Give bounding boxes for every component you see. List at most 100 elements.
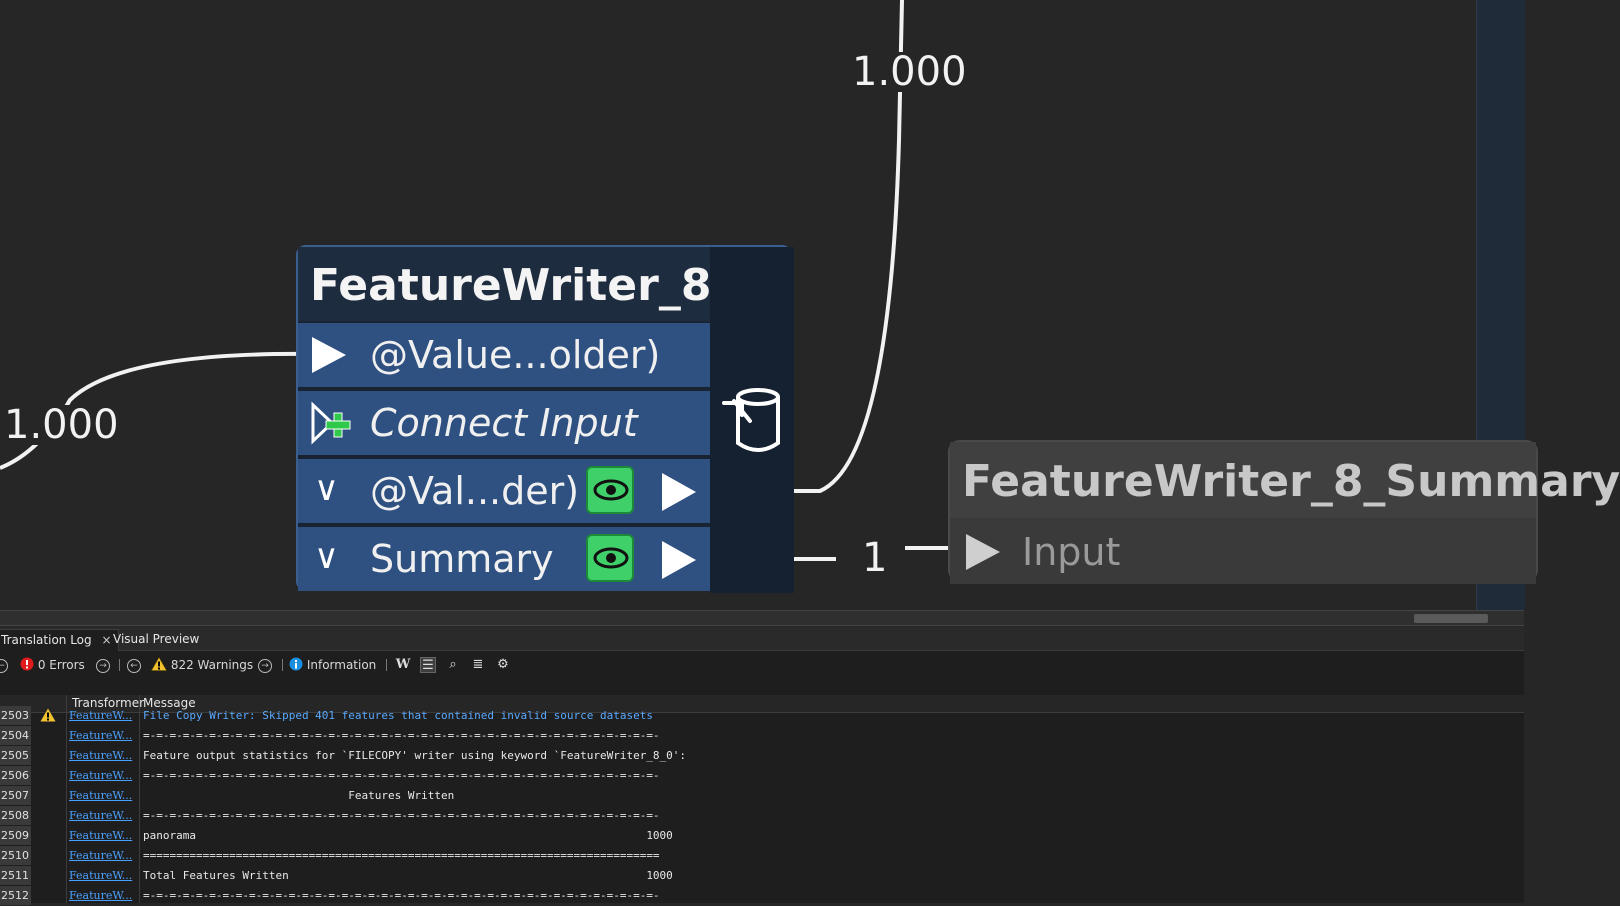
connection-count-top: 1.000	[848, 52, 971, 92]
log-row-number: 2503	[0, 706, 31, 725]
toolbar-divider	[282, 659, 283, 671]
column-divider	[66, 695, 67, 903]
workspace-canvas[interactable]: 1.000 1.000 1 FeatureWriter_8 @Value...o…	[0, 0, 1620, 610]
log-row[interactable]: 2508 FeatureW... =-=-=-=-=-=-=-=-=-=-=-=-=…	[0, 806, 1524, 826]
output-port-arrow-icon[interactable]	[662, 473, 696, 511]
log-row-transformer-link[interactable]: FeatureW...	[69, 789, 133, 802]
input-port-label: @Value...older)	[370, 333, 661, 377]
log-row-message: =-=-=-=-=-=-=-=-=-=-=-=-=-=-=-=-=-=-=-=-…	[143, 809, 660, 822]
warning-icon	[40, 708, 56, 722]
log-row[interactable]: 2506 FeatureW... =-=-=-=-=-=-=-=-=-=-=-=-=…	[0, 766, 1524, 786]
close-icon[interactable]: ×	[101, 633, 112, 647]
chevron-down-icon[interactable]: ∨	[314, 537, 339, 577]
tab-visual-preview-label: Visual Preview	[113, 632, 200, 646]
errors-count-label: 0 Errors	[37, 658, 85, 672]
error-icon	[20, 657, 34, 671]
log-row-number: 2504	[0, 726, 31, 745]
log-row-message: =-=-=-=-=-=-=-=-=-=-=-=-=-=-=-=-=-=-=-=-…	[143, 769, 660, 782]
log-row-number: 2505	[0, 746, 31, 765]
gear-icon[interactable]: ⚙	[497, 657, 509, 672]
log-row-transformer-link[interactable]: FeatureW...	[69, 889, 133, 902]
log-row-message: =-=-=-=-=-=-=-=-=-=-=-=-=-=-=-=-=-=-=-=-…	[143, 729, 660, 742]
log-row-transformer-link[interactable]: FeatureW...	[69, 769, 133, 782]
connection-top-output	[690, 0, 904, 493]
find-icon[interactable]: ⌕	[449, 657, 457, 672]
input-port-arrow-icon[interactable]	[312, 337, 346, 373]
prev-warning-icon[interactable]: ←	[127, 657, 141, 673]
connection-count-summary: 1	[858, 538, 892, 578]
log-row-number: 2506	[0, 766, 31, 785]
log-row-number: 2512	[0, 886, 31, 905]
log-row[interactable]: 2509 FeatureW... panorama 1000	[0, 826, 1524, 846]
panel-tab-bar: Translation Log × Visual Preview	[0, 627, 1524, 651]
inspect-eye-icon[interactable]	[586, 466, 634, 514]
summary-node-title[interactable]: FeatureWriter_8_Summary	[950, 442, 1620, 518]
column-message[interactable]: Message	[143, 696, 196, 710]
input-port-row[interactable]: @Value...older)	[298, 323, 710, 387]
translation-log-panel: Translation Log × Visual Preview ← 0 Err…	[0, 627, 1524, 906]
log-row[interactable]: 2510 FeatureW... =========================…	[0, 846, 1524, 866]
summary-port-row[interactable]: ∨ Summary	[298, 527, 710, 591]
log-row-transformer-link[interactable]: FeatureW...	[69, 749, 133, 762]
canvas-horizontal-scrollbar[interactable]	[0, 610, 1524, 626]
summary-writer-node[interactable]: FeatureWriter_8_Summary Input	[948, 440, 1620, 584]
next-warning-icon[interactable]: →	[258, 657, 272, 673]
errors-filter[interactable]: 0 Errors	[20, 657, 85, 673]
info-icon	[289, 657, 303, 671]
prev-error-icon[interactable]: ←	[0, 657, 8, 673]
log-row-message: Features Written	[143, 789, 455, 802]
log-row-number: 2507	[0, 786, 31, 805]
log-row-number: 2509	[0, 826, 31, 845]
warning-icon	[150, 656, 168, 671]
toolbar-divider	[386, 659, 387, 671]
log-row-message: ========================================…	[143, 849, 660, 862]
log-row[interactable]: 2507 FeatureW... Features Written	[0, 786, 1524, 806]
summary-input-row[interactable]: Input	[950, 520, 1536, 584]
log-row-transformer-link[interactable]: FeatureW...	[69, 809, 133, 822]
summary-input-label: Input	[1022, 530, 1121, 574]
log-row-number: 2510	[0, 846, 31, 865]
connect-input-row[interactable]: Connect Input	[298, 391, 710, 455]
connect-input-label: Connect Input	[370, 401, 638, 445]
summary-input-arrow-icon[interactable]	[966, 534, 1000, 570]
information-filter[interactable]: Information	[289, 657, 376, 673]
inspect-eye-icon[interactable]	[586, 534, 634, 582]
log-row-transformer-link[interactable]: FeatureW...	[69, 729, 133, 742]
feature-writer-title[interactable]: FeatureWriter_8	[298, 247, 711, 321]
scrollbar-thumb[interactable]	[1414, 614, 1488, 623]
log-row-message: Total Features Written 1000	[143, 869, 673, 882]
feature-writer-node[interactable]: FeatureWriter_8 @Value...older) Connect …	[296, 245, 794, 593]
summary-port-arrow-icon[interactable]	[662, 541, 696, 579]
information-label: Information	[306, 658, 377, 672]
warnings-count-label: 822 Warnings	[170, 658, 254, 672]
feature-writer-side-panel	[710, 247, 794, 593]
column-divider	[139, 695, 140, 903]
tab-translation-log-label: Translation Log	[1, 633, 92, 647]
log-row-number: 2508	[0, 806, 31, 825]
word-wrap-icon[interactable]: W	[395, 657, 411, 672]
log-row-transformer-link[interactable]: FeatureW...	[69, 849, 133, 862]
log-row[interactable]: 2504 FeatureW... =-=-=-=-=-=-=-=-=-=-=-=-=…	[0, 726, 1524, 746]
tab-translation-log[interactable]: Translation Log ×	[0, 629, 119, 651]
output-port-row[interactable]: ∨ @Val...der)	[298, 459, 710, 523]
log-row-transformer-link[interactable]: FeatureW...	[69, 709, 133, 722]
summary-port-label: Summary	[370, 537, 554, 581]
warnings-filter[interactable]: 822 Warnings	[150, 656, 254, 673]
log-row-transformer-link[interactable]: FeatureW...	[69, 829, 133, 842]
log-row-message: panorama 1000	[143, 829, 673, 842]
tab-visual-preview[interactable]: Visual Preview	[107, 629, 205, 650]
chevron-down-icon[interactable]: ∨	[314, 469, 339, 509]
log-row-transformer-link[interactable]: FeatureW...	[69, 869, 133, 882]
next-error-icon[interactable]: →	[96, 657, 110, 673]
connect-input-plus-icon[interactable]	[310, 401, 358, 445]
filter-list-icon[interactable]: ≣	[472, 657, 484, 672]
column-transformer[interactable]: Transformer	[72, 696, 145, 710]
connection-count-left: 1.000	[0, 405, 123, 445]
toolbar-divider	[119, 659, 120, 671]
list-view-icon[interactable]: ☰	[420, 657, 436, 673]
